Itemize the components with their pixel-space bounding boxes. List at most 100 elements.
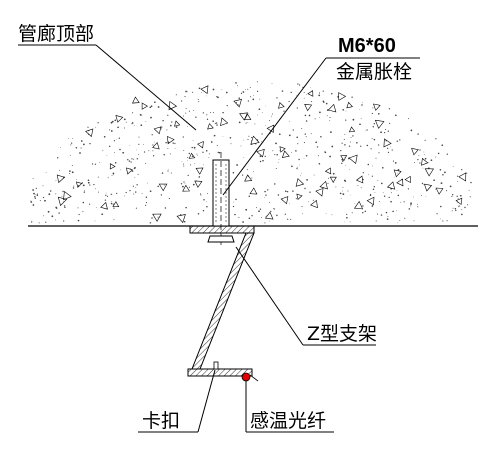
concrete-speckle xyxy=(167,148,169,149)
concrete-speckle xyxy=(305,120,308,122)
concrete-speckle xyxy=(111,201,113,203)
concrete-speckle xyxy=(187,156,189,159)
concrete-speckle xyxy=(344,144,346,146)
concrete-speckle xyxy=(423,184,424,186)
concrete-speckle xyxy=(105,194,107,197)
concrete-speckle xyxy=(130,168,131,169)
concrete-speckle xyxy=(404,217,406,219)
concrete-speckle xyxy=(373,138,376,141)
concrete-speckle xyxy=(324,151,327,154)
concrete-speckle xyxy=(274,183,276,185)
concrete-speckle xyxy=(387,151,390,154)
concrete-speckle xyxy=(80,147,82,149)
concrete-speckle xyxy=(136,184,138,186)
concrete-speckle xyxy=(45,172,47,173)
concrete-speckle xyxy=(79,152,81,154)
concrete-speckle xyxy=(192,91,194,93)
concrete-speckle xyxy=(272,150,274,152)
aggregate-mark xyxy=(85,128,94,138)
concrete-speckle xyxy=(157,216,159,218)
concrete-speckle xyxy=(188,152,190,155)
aggregate-mark xyxy=(197,141,204,149)
concrete-speckle xyxy=(435,156,437,158)
aggregate-mark xyxy=(176,213,186,224)
concrete-speckle xyxy=(152,155,155,157)
aggregate-mark xyxy=(167,136,175,145)
concrete-speckle xyxy=(331,93,333,95)
concrete-speckle xyxy=(105,192,107,194)
concrete-speckle xyxy=(172,142,174,144)
aggregate-mark xyxy=(152,142,160,150)
concrete-speckle xyxy=(113,151,115,153)
concrete-speckle xyxy=(413,220,415,222)
concrete-speckle xyxy=(146,182,148,184)
aggregate-mark xyxy=(153,126,162,135)
concrete-speckle xyxy=(112,174,114,176)
concrete-speckle xyxy=(183,150,185,152)
concrete-speckle xyxy=(346,213,348,215)
concrete-speckle xyxy=(171,121,173,123)
concrete-speckle xyxy=(248,112,250,114)
concrete-speckle xyxy=(289,202,290,204)
concrete-speckle xyxy=(76,179,78,181)
concrete-speckle xyxy=(298,158,300,161)
concrete-speckle xyxy=(235,198,237,201)
concrete-speckle xyxy=(397,194,400,197)
concrete-speckle xyxy=(222,136,224,137)
concrete-speckle xyxy=(216,96,218,98)
concrete-speckle xyxy=(188,110,190,112)
concrete-speckle xyxy=(107,177,109,179)
concrete-speckle xyxy=(344,133,346,135)
concrete-speckle xyxy=(167,170,169,172)
concrete-speckle xyxy=(377,180,379,181)
concrete-speckle xyxy=(200,194,202,196)
aggregate-mark xyxy=(319,180,328,190)
concrete-speckle xyxy=(163,184,165,186)
concrete-speckle xyxy=(343,157,345,159)
concrete-speckle xyxy=(461,169,463,171)
concrete-speckle xyxy=(301,205,303,208)
concrete-speckle xyxy=(149,190,152,193)
concrete-speckle xyxy=(371,165,373,167)
concrete-speckle xyxy=(251,177,253,179)
concrete-speckle xyxy=(87,179,90,182)
concrete-speckle xyxy=(351,212,353,214)
anchor-bolt xyxy=(207,152,235,245)
aggregate-mark xyxy=(207,123,214,130)
concrete-speckle xyxy=(245,122,247,124)
concrete-speckle xyxy=(299,164,301,166)
concrete-speckle xyxy=(248,135,250,137)
concrete-speckle xyxy=(364,130,366,131)
concrete-speckle xyxy=(71,165,73,166)
concrete-speckle xyxy=(238,217,240,218)
concrete-speckle xyxy=(350,141,351,143)
concrete-speckle xyxy=(349,169,350,171)
concrete-speckle xyxy=(111,120,114,123)
aggregate-mark xyxy=(112,201,120,208)
aggregate-mark xyxy=(109,163,116,170)
concrete-speckle xyxy=(424,157,427,160)
concrete-speckle xyxy=(197,154,198,156)
concrete-speckle xyxy=(193,146,196,149)
concrete-speckle xyxy=(48,193,51,196)
concrete-speckle xyxy=(102,149,104,151)
concrete-speckle xyxy=(119,148,121,151)
aggregate-mark xyxy=(374,119,385,129)
concrete-speckle xyxy=(34,195,36,198)
concrete-speckle xyxy=(114,162,117,164)
aggregate-mark xyxy=(329,176,337,183)
concrete-speckle xyxy=(393,176,395,178)
concrete-speckle xyxy=(143,151,146,153)
concrete-speckle xyxy=(203,199,205,201)
concrete-speckle xyxy=(306,179,308,181)
concrete-speckle xyxy=(131,158,133,160)
concrete-speckle xyxy=(151,134,153,136)
concrete-speckle xyxy=(94,188,96,190)
concrete-speckle xyxy=(193,109,195,111)
aggregate-mark xyxy=(355,175,364,184)
concrete-speckle xyxy=(259,208,262,210)
concrete-speckle xyxy=(288,134,291,137)
concrete-speckle xyxy=(69,170,71,172)
concrete-speckle xyxy=(259,98,261,100)
